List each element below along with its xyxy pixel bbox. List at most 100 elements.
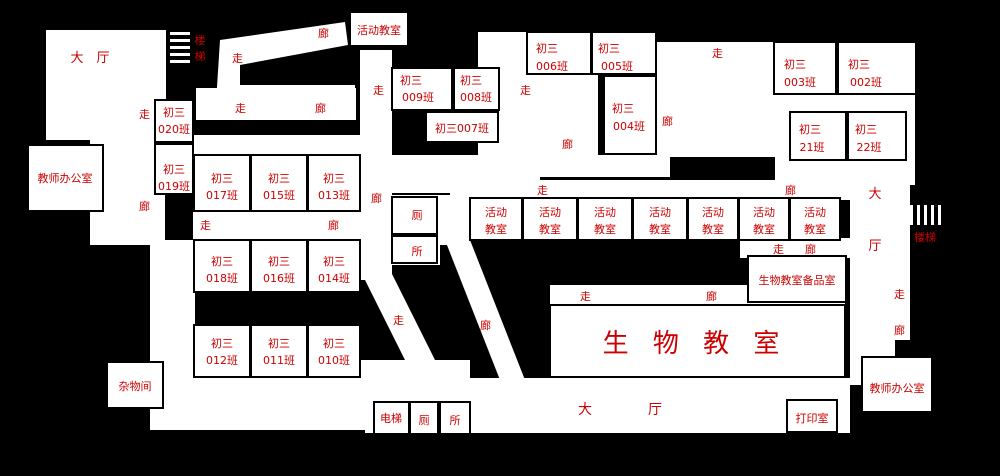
class-011-grade: 初三 [268,336,290,350]
class-005-grade: 初三 [598,41,620,55]
class-005[interactable] [591,31,657,75]
diagonal-corridor-left [360,270,445,380]
class-016-number: 016班 [263,272,295,285]
activity-room-6[interactable] [738,197,790,241]
corridor-label-lang: 廊 [315,101,326,115]
class-021-grade: 初三 [799,122,821,136]
class-011[interactable] [250,324,308,378]
activity-label-line1: 活动 [649,206,671,219]
class-003-number: 003班 [784,76,816,89]
teacher-office-left[interactable] [27,144,104,212]
activity-room-labels: 活动 教室 活动 教室 活动 教室 活动 教室 活动 教室 活动 教室 活动 教… [485,206,826,236]
corridor-label-zou: 走 [200,219,211,232]
class-003[interactable] [773,41,837,95]
bio-lab-label: 生 物 教 室 [603,329,788,359]
class-007-label: 初三007班 [435,121,489,135]
elevator-label: 电梯 [380,412,402,425]
class-002[interactable] [837,41,917,95]
class-014-grade: 初三 [323,254,345,268]
class-021-number: 21班 [800,141,825,154]
activity-label-line2: 教室 [804,222,826,236]
bio-lab[interactable] [549,304,846,378]
left-stairs [166,28,192,68]
right-stairs [910,205,941,225]
class-020[interactable] [154,99,194,143]
toilet-bottom-1[interactable] [409,401,439,435]
toilet-mid-1[interactable] [391,196,438,235]
activity-label-line2: 教室 [485,222,507,236]
class-022[interactable] [847,111,907,161]
class-018[interactable] [193,239,251,293]
teacher-office-right[interactable] [861,356,933,413]
hall-bottom-label: 大 厅 [578,402,662,418]
labels: 大 厅 大 厅 大 厅 楼 梯 楼梯 走 廊 走 廊 走 廊 走 廊 走 廊 走… [38,23,937,427]
toilet-bottom-2[interactable] [439,401,471,435]
corridor-label-lang: 廊 [328,218,339,232]
class-012-number: 012班 [206,354,238,367]
activity-room-1[interactable] [469,197,523,241]
print-room[interactable] [786,399,838,433]
activity-label-line1: 活动 [485,206,507,219]
storage-room[interactable] [106,361,164,409]
activity-room-top[interactable] [349,11,409,47]
hall-left-top-label: 大 厅 [70,51,109,66]
class-006-number: 006班 [536,60,568,73]
class-010[interactable] [307,324,361,378]
class-labels: 初三 020班 初三 019班 初三 017班 初三 015班 初三 013班 … [158,41,882,367]
class-015[interactable] [250,154,308,212]
hall-right-label-1: 大 [868,187,881,202]
corridor-label-lang: 廊 [706,289,717,303]
activity-label-line1: 活动 [539,206,561,219]
corridor-label-zou: 走 [232,52,243,65]
left-stair-label-2: 梯 [195,50,206,63]
upper-corridor-straight [196,88,356,120]
teacher-office-left-label: 教师办公室 [38,171,93,185]
class-004-grade: 初三 [612,101,634,115]
corridor-label-lang: 廊 [662,114,673,128]
activity-room-4[interactable] [632,197,688,241]
class-008-grade: 初三 [460,73,482,87]
corridor-label-lang: 廊 [139,199,150,213]
mid-corridor-connector [440,195,470,245]
class-004-number: 004班 [613,120,645,133]
upper-right-void [672,62,772,152]
class-015-number: 015班 [263,189,295,202]
class-017[interactable] [193,154,251,212]
class-008[interactable] [453,67,500,111]
left-stair-label-1: 楼 [195,33,206,47]
toilet-mid-2[interactable] [391,235,438,264]
class-006-grade: 初三 [536,41,558,55]
stair-step [170,46,190,49]
corridor-label-zou: 走 [773,243,784,256]
activity-room-7[interactable] [789,197,841,241]
corridor-label-zou: 走 [894,288,905,301]
class-004[interactable] [603,75,657,155]
stair-step [938,205,941,225]
class-013[interactable] [307,154,361,212]
class-021[interactable] [789,111,847,161]
vertical-corridor-1 [360,50,392,280]
diagonal-corridor-right [445,240,525,380]
class-009[interactable] [391,67,453,111]
corridor-label-zou: 走 [139,108,150,121]
class-016[interactable] [250,239,308,293]
class-006[interactable] [526,31,592,75]
bio-prep-room[interactable] [747,255,847,303]
class-007[interactable] [425,111,499,143]
class-011-number: 011班 [263,354,295,367]
class-012[interactable] [193,324,251,378]
corridor-label-lang: 廊 [805,242,816,256]
class-014[interactable] [307,239,361,293]
print-room-label: 打印室 [796,411,829,425]
corridor-label-lang: 廊 [562,137,573,151]
storage-label: 杂物间 [119,379,152,393]
activity-room-5[interactable] [687,197,739,241]
class-020-number: 020班 [158,123,190,136]
activity-room-2[interactable] [522,197,578,241]
right-stair-label: 楼梯 [914,230,936,244]
class-009-number: 009班 [402,91,434,104]
class-005-number: 005班 [601,60,633,73]
corridor-label-zou: 走 [580,290,591,303]
activity-label-line2: 教室 [539,222,561,236]
